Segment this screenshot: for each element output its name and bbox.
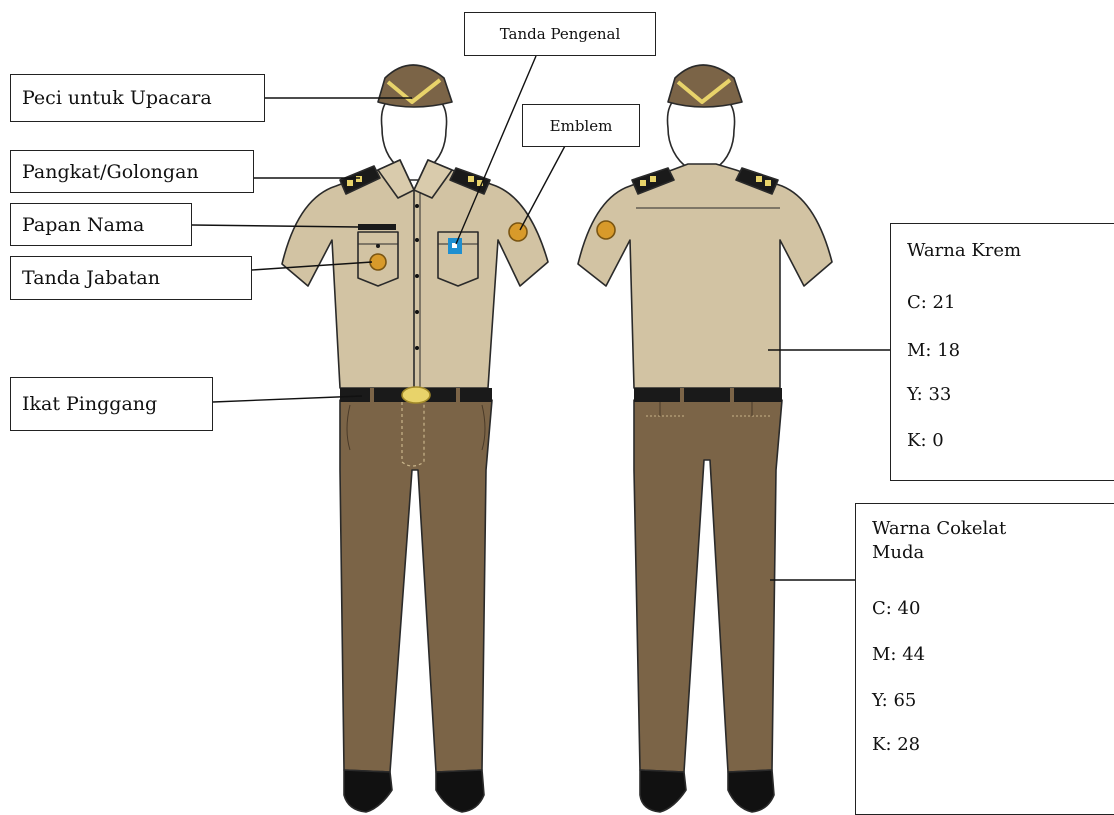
back-right-shoe <box>727 769 775 813</box>
back-sleeve-emblem <box>596 220 616 240</box>
cokelat-m: M: 44 <box>872 644 926 665</box>
label-peci: Peci untuk Upacara <box>10 74 265 122</box>
cokelat-title-line1: Warna Cokelat <box>872 518 1007 539</box>
label-tanda-jabatan: Tanda Jabatan <box>10 256 252 300</box>
color-spec-cokelat: Warna Cokelat Muda C: 40 M: 44 Y: 65 K: … <box>855 503 1114 815</box>
front-left-shoe <box>343 769 393 813</box>
krem-y: Y: 33 <box>907 384 952 405</box>
label-emblem: Emblem <box>522 104 640 147</box>
label-papan-nama: Papan Nama <box>10 203 192 246</box>
back-left-shoe <box>639 769 687 813</box>
leader-lines <box>191 55 890 581</box>
front-cap-piping <box>386 78 442 104</box>
front-figure <box>281 64 549 813</box>
front-sleeve-emblem <box>508 222 528 242</box>
cokelat-c: C: 40 <box>872 598 921 619</box>
front-trousers <box>339 399 493 773</box>
back-figure <box>577 64 833 813</box>
back-cap <box>667 64 743 108</box>
krem-m: M: 18 <box>907 340 961 361</box>
front-name-plate <box>358 224 396 230</box>
front-fly <box>401 402 425 467</box>
cokelat-y: Y: 65 <box>872 690 917 711</box>
cokelat-k: K: 28 <box>872 734 921 755</box>
front-right-shoe <box>435 769 485 813</box>
front-position-badge <box>369 253 387 271</box>
krem-k: K: 0 <box>907 430 944 451</box>
front-cap <box>377 64 453 108</box>
back-trousers <box>633 399 783 773</box>
krem-c: C: 21 <box>907 292 956 313</box>
cokelat-title-line2: Muda <box>872 542 925 563</box>
label-ikat-pinggang: Ikat Pinggang <box>10 377 213 431</box>
label-tanda-pengenal: Tanda Pengenal <box>464 12 656 56</box>
front-belt-buckle <box>401 386 431 404</box>
color-spec-krem: Warna Krem C: 21 M: 18 Y: 33 K: 0 <box>890 223 1114 481</box>
label-pangkat: Pangkat/Golongan <box>10 150 254 193</box>
back-belt <box>634 388 782 402</box>
back-shirt <box>577 163 833 389</box>
krem-title: Warna Krem <box>907 240 1022 261</box>
front-shirt <box>281 159 549 389</box>
